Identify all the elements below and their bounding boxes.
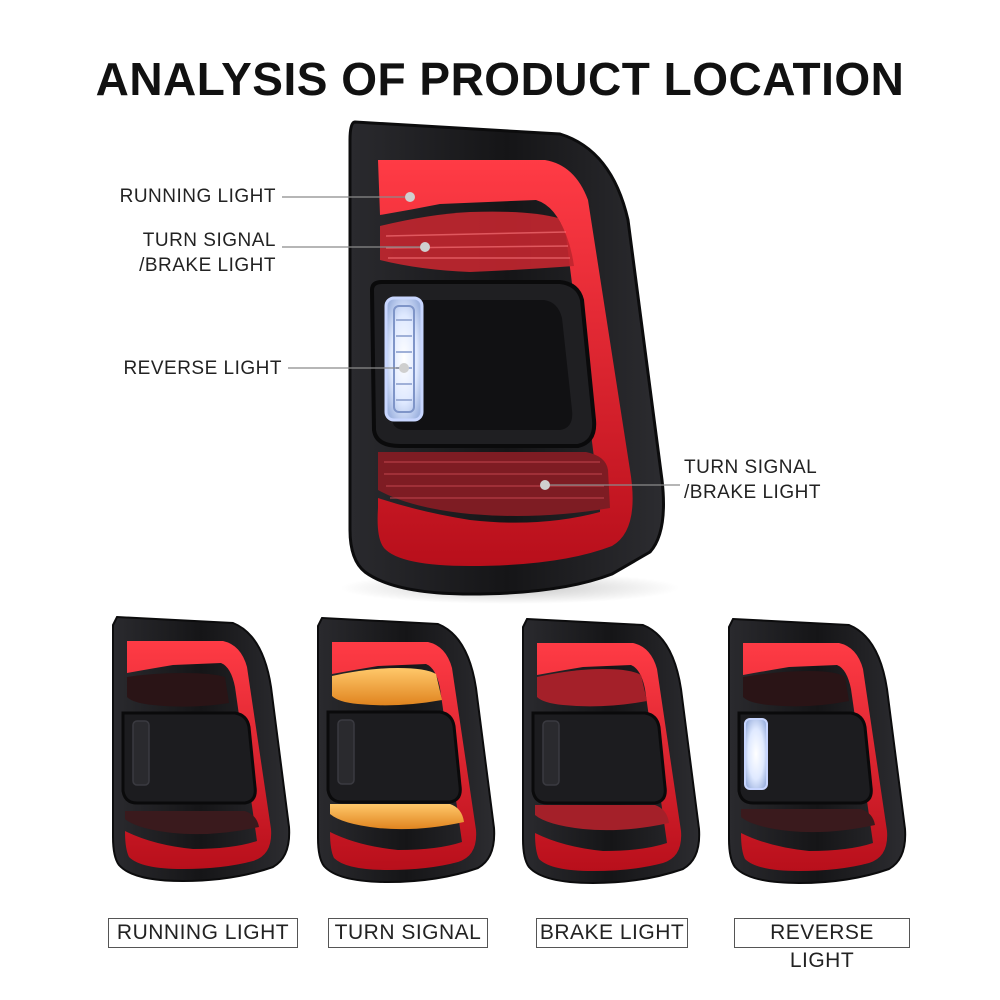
caption-running-light: RUNNING LIGHT: [108, 918, 298, 948]
lamp-reverse-light: [728, 617, 907, 885]
callout-turn-signal-lower-line1: TURN SIGNAL: [684, 457, 818, 478]
caption-reverse-light: REVERSE LIGHT: [734, 918, 910, 972]
callout-running-light-label: RUNNING LIGHT: [119, 186, 276, 207]
page-title: ANALYSIS OF PRODUCT LOCATION: [95, 53, 905, 105]
callout-turn-signal-lower: TURN SIGNAL /BRAKE LIGHT: [684, 455, 884, 505]
callout-reverse-light: REVERSE LIGHT: [60, 356, 282, 381]
callout-turn-signal-upper-line2: /BRAKE LIGHT: [139, 255, 276, 276]
callout-turn-signal-upper-line1: TURN SIGNAL: [142, 230, 276, 251]
lamp-turn-signal: [317, 616, 496, 884]
callout-lines: [282, 192, 680, 490]
lamp-brake-light: [522, 617, 701, 885]
callout-running-light: RUNNING LIGHT: [60, 184, 276, 209]
lamp-running-light: [112, 615, 291, 883]
callout-reverse-light-label: REVERSE LIGHT: [123, 358, 282, 379]
main-tail-lamp: [340, 120, 680, 604]
caption-turn-signal: TURN SIGNAL: [328, 918, 488, 948]
callout-turn-signal-lower-line2: /BRAKE LIGHT: [684, 482, 821, 503]
callout-turn-signal-upper: TURN SIGNAL /BRAKE LIGHT: [60, 228, 276, 278]
caption-brake-light: BRAKE LIGHT: [536, 918, 688, 948]
